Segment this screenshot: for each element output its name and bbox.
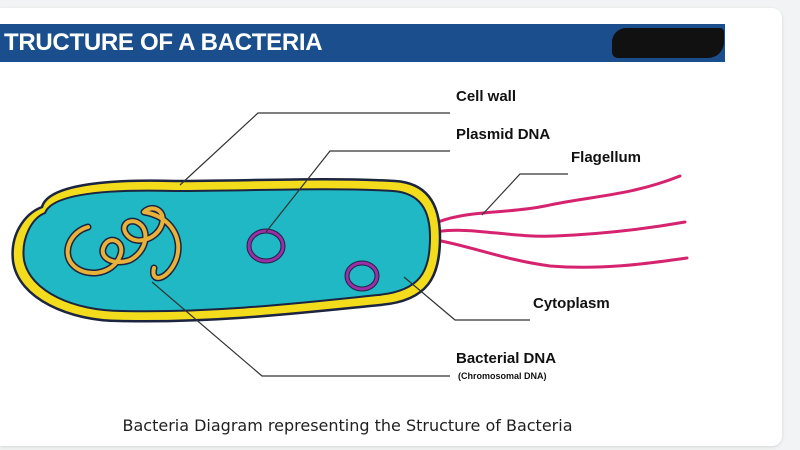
leader-cell-wall	[179, 112, 450, 186]
leader-cytoplasm	[403, 276, 530, 321]
leader-bacterial-dna	[151, 281, 450, 377]
leader-lines	[151, 112, 568, 377]
leader-flagellum	[481, 173, 568, 216]
label-bacterial-dna: Bacterial DNA	[456, 350, 557, 367]
banner-title: TRUCTURE OF A BACTERIA	[4, 29, 323, 56]
bacteria-diagram: TRUCTURE OF A BACTERIA	[0, 24, 725, 399]
title-banner: TRUCTURE OF A BACTERIA	[0, 24, 725, 62]
flagellum-strand-3	[434, 238, 689, 269]
flagellum-strand-1	[436, 174, 682, 224]
image-card[interactable]: TRUCTURE OF A BACTERIA	[0, 8, 782, 446]
cytoplasm-shape	[22, 188, 432, 313]
label-plasmid-dna: Plasmid DNA	[456, 126, 551, 143]
label-cell-wall: Cell wall	[456, 88, 517, 105]
label-cytoplasm: Cytoplasm	[533, 295, 610, 312]
bacterial-dna-coil	[64, 205, 182, 282]
plasmid-2	[344, 260, 380, 292]
diagram-graphic	[11, 112, 689, 377]
redacted-logo	[612, 28, 724, 58]
label-bacterial-dna-sub: (Chromosomal DNA)	[458, 371, 547, 381]
plasmid-1	[246, 228, 286, 264]
figure-caption: Bacteria Diagram representing the Struct…	[122, 416, 573, 435]
flagella	[434, 174, 689, 269]
flagellum-strand-2	[434, 220, 687, 238]
label-flagellum: Flagellum	[571, 149, 642, 166]
leader-plasmid	[265, 150, 450, 233]
